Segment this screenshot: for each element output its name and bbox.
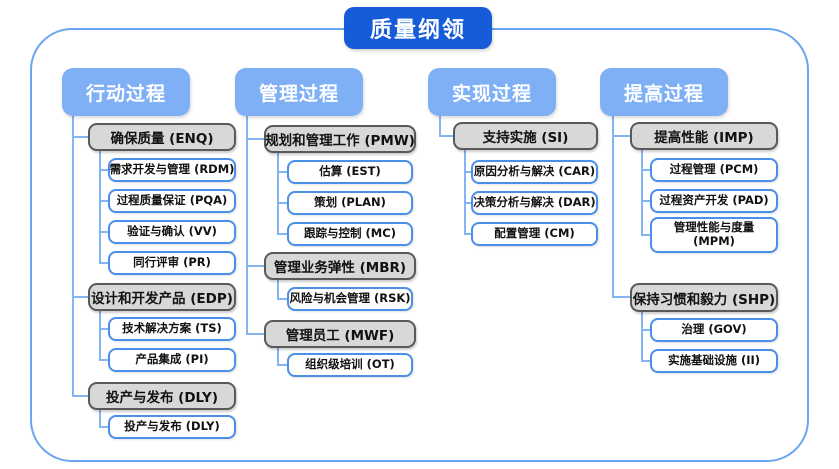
connector-line bbox=[641, 360, 650, 362]
connector-line bbox=[246, 333, 264, 335]
connector-line bbox=[277, 202, 287, 204]
connector-line bbox=[246, 138, 264, 140]
header-improvement-process: 提高过程 bbox=[600, 68, 728, 116]
leaf-pqa: 过程质量保证 (PQA) bbox=[108, 189, 236, 213]
leaf-plan: 策划 (PLAN) bbox=[287, 191, 413, 215]
connector-line bbox=[99, 311, 101, 360]
leaf-rsk: 风险与机会管理 (RSK) bbox=[287, 287, 413, 311]
connector-line bbox=[99, 200, 108, 202]
connector-line bbox=[641, 329, 650, 331]
connector-line bbox=[277, 298, 287, 300]
leaf-cm: 配置管理 (CM) bbox=[471, 222, 598, 246]
connector-line bbox=[99, 151, 101, 263]
group-mbr: 管理业务弹性 (MBR) bbox=[264, 252, 416, 280]
connector-line bbox=[99, 169, 108, 171]
connector-line bbox=[277, 171, 287, 173]
connector-line bbox=[99, 410, 101, 427]
connector-line bbox=[277, 364, 287, 366]
group-edp: 设计和开发产品 (EDP) bbox=[88, 283, 236, 311]
connector-line bbox=[277, 348, 279, 365]
group-shp: 保持习惯和毅力 (SHP) bbox=[630, 283, 778, 312]
leaf-ii: 实施基础设施 (II) bbox=[650, 349, 778, 373]
connector-line bbox=[641, 234, 650, 236]
leaf-dar: 决策分析与解决 (DAR) bbox=[471, 191, 598, 215]
leaf-rdm: 需求开发与管理 (RDM) bbox=[108, 158, 236, 182]
connector-line bbox=[246, 265, 264, 267]
connector-line bbox=[277, 153, 279, 234]
connector-line bbox=[277, 280, 279, 299]
connector-line bbox=[72, 136, 88, 138]
connector-line bbox=[246, 116, 248, 334]
connector-line bbox=[72, 116, 74, 396]
connector-line bbox=[439, 135, 453, 137]
leaf-ot: 组织级培训 (OT) bbox=[287, 353, 413, 377]
leaf-pad: 过程资产开发 (PAD) bbox=[650, 189, 778, 213]
leaf-ts: 技术解决方案 (TS) bbox=[108, 317, 236, 341]
connector-line bbox=[99, 359, 108, 361]
group-mwf: 管理员工 (MWF) bbox=[264, 320, 416, 348]
connector-line bbox=[99, 426, 108, 428]
connector-line bbox=[612, 135, 630, 137]
connector-line bbox=[439, 116, 441, 136]
group-pmw: 规划和管理工作 (PMW) bbox=[264, 125, 416, 153]
leaf-pr: 同行评审 (PR) bbox=[108, 251, 236, 275]
leaf-pi: 产品集成 (PI) bbox=[108, 348, 236, 372]
connector-line bbox=[641, 169, 650, 171]
header-action-process: 行动过程 bbox=[62, 68, 190, 116]
leaf-est: 估算 (EST) bbox=[287, 160, 413, 184]
connector-line bbox=[464, 171, 471, 173]
connector-line bbox=[464, 150, 466, 234]
connector-line bbox=[72, 395, 88, 397]
group-imp: 提高性能 (IMP) bbox=[630, 122, 778, 150]
leaf-mpm: 管理性能与度量 (MPM) bbox=[650, 217, 778, 253]
header-implementation-process: 实现过程 bbox=[428, 68, 556, 116]
connector-line bbox=[464, 233, 471, 235]
group-enq: 确保质量 (ENQ) bbox=[88, 123, 236, 151]
connector-line bbox=[99, 231, 108, 233]
leaf-mc: 跟踪与控制 (MC) bbox=[287, 222, 413, 246]
connector-line bbox=[641, 200, 650, 202]
header-management-process: 管理过程 bbox=[235, 68, 363, 116]
leaf-gov: 治理 (GOV) bbox=[650, 318, 778, 342]
connector-line bbox=[72, 296, 88, 298]
leaf-dly: 投产与发布 (DLY) bbox=[108, 415, 236, 439]
connector-line bbox=[612, 116, 614, 297]
leaf-vv: 验证与确认 (VV) bbox=[108, 220, 236, 244]
connector-line bbox=[641, 312, 643, 361]
leaf-pcm: 过程管理 (PCM) bbox=[650, 158, 778, 182]
connector-line bbox=[99, 262, 108, 264]
leaf-car: 原因分析与解决 (CAR) bbox=[471, 160, 598, 184]
group-dly: 投产与发布 (DLY) bbox=[88, 382, 236, 410]
connector-line bbox=[464, 202, 471, 204]
connector-line bbox=[277, 233, 287, 235]
connector-line bbox=[612, 296, 630, 298]
connector-line bbox=[99, 328, 108, 330]
group-si: 支持实施 (SI) bbox=[453, 122, 598, 150]
connector-line bbox=[641, 150, 643, 235]
diagram-title: 质量纲领 bbox=[344, 7, 492, 49]
